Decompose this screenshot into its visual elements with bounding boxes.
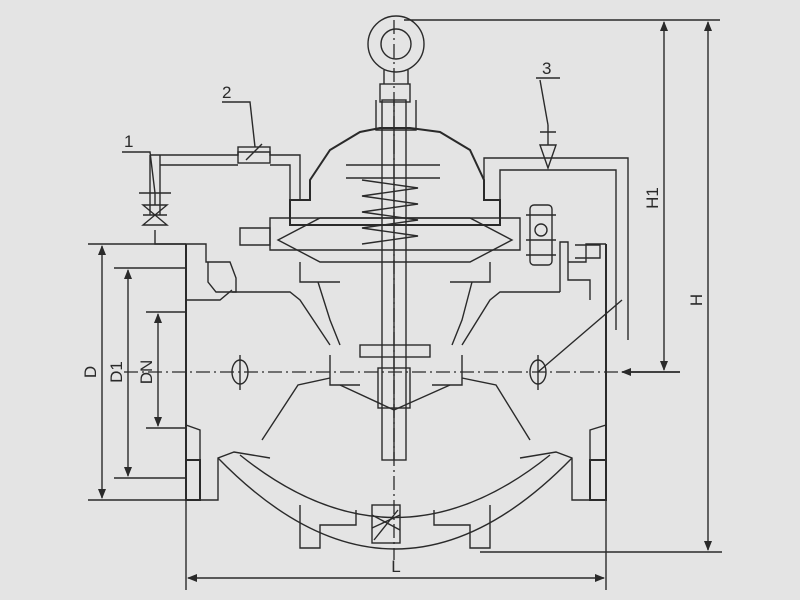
- callout-2-label: 2: [222, 83, 231, 102]
- dim-L-label: L: [391, 557, 400, 576]
- valve-body: [139, 15, 629, 550]
- dim-DN-label: DN: [137, 360, 156, 385]
- dim-D-label: D: [81, 366, 100, 378]
- center-lines: [124, 20, 640, 560]
- callout-1-label: 1: [124, 132, 133, 151]
- callout-3-label: 3: [542, 59, 551, 78]
- callout-leaders: [122, 77, 560, 194]
- dim-H1-label: H1: [643, 187, 662, 209]
- dim-H-label: H: [687, 294, 706, 306]
- dim-D1-label: D1: [107, 361, 126, 383]
- dimension-lines: [88, 19, 722, 590]
